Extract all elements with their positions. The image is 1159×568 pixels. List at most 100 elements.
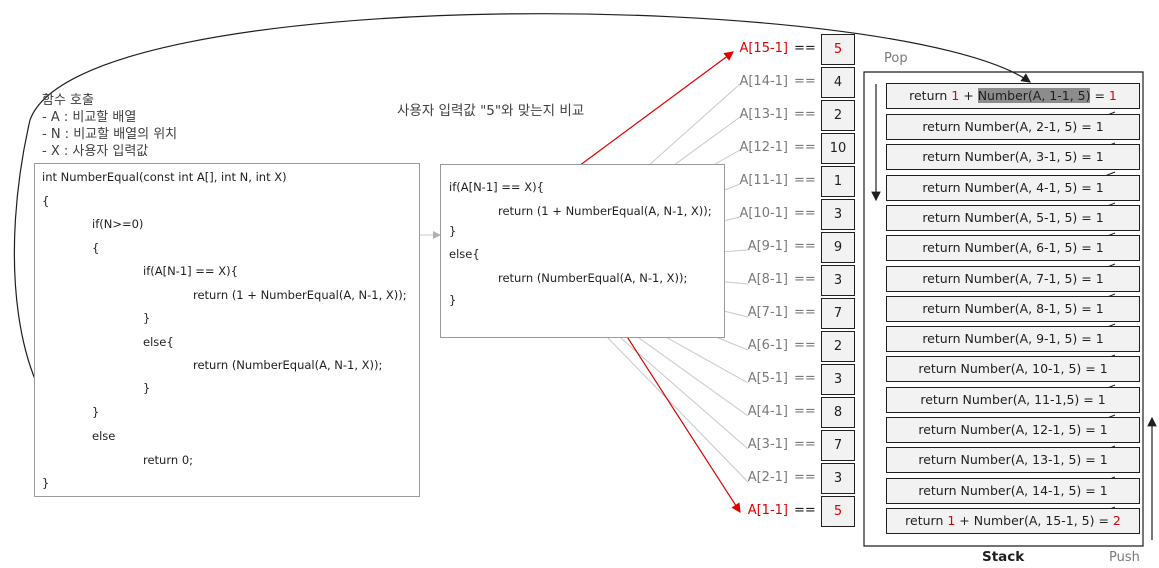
array-index-label: A[10-1]	[739, 206, 788, 221]
code-line: int NumberEqual(const int A[], int N, in…	[42, 170, 287, 184]
call-description: 함수 호출 - A : 비교할 배열 - N : 비교할 배열의 위치 - X …	[42, 92, 177, 160]
array-cell: 3	[821, 364, 855, 395]
mid-code-line: if(A[N-1] == X){	[449, 180, 544, 194]
compare-label: 사용자 입력값 "5"와 맞는지 비교	[397, 103, 585, 119]
stack-row-bottom: return 1 + Number(A, 15-1, 5) = 2	[886, 508, 1140, 534]
stack-row: return Number(A, 6-1, 5) = 1	[886, 235, 1140, 262]
stack-text: =	[1090, 88, 1109, 103]
stack-one: 1	[947, 513, 956, 528]
mid-code-line: }	[449, 293, 457, 307]
mid-code-line: return (1 + NumberEqual(A, N-1, X));	[498, 204, 712, 218]
code-line: }	[42, 476, 50, 490]
array-cell: 8	[821, 397, 855, 428]
stack-row: return Number(A, 5-1, 5) = 1	[886, 204, 1140, 231]
array-eq-operator: ==	[794, 173, 816, 188]
array-eq-operator: ==	[794, 206, 816, 221]
recursion-loop-arrow	[13, 13, 1031, 448]
array-index-label: A[8-1]	[747, 272, 788, 287]
stack-text: return	[905, 513, 948, 528]
param-x: - X : 사용자 입력값	[42, 144, 149, 159]
code-line: }	[92, 405, 100, 419]
array-index-label: A[5-1]	[747, 371, 788, 386]
code-line: }	[143, 311, 151, 325]
stack-row: return Number(A, 3-1, 5) = 1	[886, 144, 1140, 171]
push-label: Push	[1109, 550, 1140, 565]
array-index-label: A[3-1]	[747, 437, 788, 452]
array-index-label: A[2-1]	[747, 470, 788, 485]
code-line: }	[143, 381, 151, 395]
pop-label: Pop	[884, 51, 908, 66]
stack-row: return Number(A, 7-1, 5) = 1	[886, 265, 1140, 292]
param-a: - A : 비교할 배열	[42, 110, 137, 125]
array-cell: 5	[821, 34, 855, 65]
array-cell: 3	[821, 463, 855, 494]
array-cell: 9	[821, 232, 855, 263]
array-eq-operator: ==	[794, 371, 816, 386]
code-line: if(A[N-1] == X){	[143, 264, 238, 278]
stack-row: return Number(A, 14-1, 5) = 1	[886, 477, 1140, 504]
code-line: if(N>=0)	[92, 217, 144, 231]
stack-one: 1	[951, 88, 960, 103]
stack-row: return Number(A, 12-1, 5) = 1	[886, 417, 1140, 443]
array-eq-operator: ==	[794, 239, 816, 254]
array-cell: 4	[821, 67, 855, 98]
array-index-label: A[9-1]	[747, 239, 788, 254]
array-index-label: A[12-1]	[739, 140, 788, 155]
code-line: return (1 + NumberEqual(A, N-1, X));	[193, 288, 407, 302]
array-index-label: A[7-1]	[747, 305, 788, 320]
array-cell: 10	[821, 133, 855, 164]
array-eq-operator: ==	[794, 338, 816, 353]
array-eq-operator: ==	[794, 404, 816, 419]
stack-title: Stack	[982, 549, 1025, 565]
stack-row: return Number(A, 9-1, 5) = 1	[886, 326, 1140, 353]
stack-call-highlight: Number(A, 1-1, 5)	[977, 88, 1091, 103]
stack-result: 1	[1108, 88, 1117, 103]
array-index-label: A[14-1]	[739, 74, 788, 89]
code-line: return (NumberEqual(A, N-1, X));	[193, 358, 383, 372]
code-line: {	[42, 194, 50, 208]
array-index-label: A[6-1]	[747, 338, 788, 353]
stack-result: 2	[1112, 513, 1121, 528]
array-cell: 7	[821, 298, 855, 329]
stack-row: return Number(A, 11-1,5) = 1	[886, 386, 1140, 413]
array-eq-operator: ==	[794, 470, 816, 485]
stack-text: + Number(A, 15-1, 5) =	[955, 513, 1113, 528]
array-cell: 1	[821, 166, 855, 197]
param-n: - N : 비교할 배열의 위치	[42, 127, 178, 142]
array-index-label: A[4-1]	[747, 404, 788, 419]
code-line: {	[92, 241, 100, 255]
stack-row-top: return 1 + Number(A, 1-1, 5) = 1	[886, 83, 1140, 109]
stack-container	[863, 71, 1144, 547]
stack-row: return Number(A, 10-1, 5) = 1	[886, 356, 1140, 383]
array-eq-operator: ==	[794, 437, 816, 452]
array-cell: 3	[821, 265, 855, 296]
mid-code-line: else{	[449, 247, 480, 261]
code-line: else{	[143, 335, 174, 349]
array-eq-operator: ==	[794, 74, 816, 89]
code-line: else	[92, 429, 116, 443]
stack-row: return Number(A, 8-1, 5) = 1	[886, 295, 1140, 322]
stack-text: return	[909, 88, 952, 103]
array-cell: 2	[821, 331, 855, 362]
call-title: 함수 호출	[42, 93, 94, 108]
code-box-left	[34, 163, 420, 497]
stack-row: return Number(A, 13-1, 5) = 1	[886, 447, 1140, 474]
code-line: return 0;	[143, 453, 194, 467]
array-eq-operator: ==	[794, 305, 816, 320]
stack-row: return Number(A, 2-1, 5) = 1	[886, 114, 1140, 140]
array-index-label: A[13-1]	[739, 107, 788, 122]
array-index-label: A[1-1]	[747, 503, 788, 518]
code-box-mid	[440, 164, 725, 338]
array-cell: 7	[821, 430, 855, 461]
stack-row: return Number(A, 4-1, 5) = 1	[886, 174, 1140, 201]
array-index-label: A[11-1]	[739, 173, 788, 188]
array-cell: 5	[821, 496, 855, 527]
mid-code-line: return (NumberEqual(A, N-1, X));	[498, 271, 688, 285]
array-eq-operator: ==	[794, 41, 816, 56]
array-cell: 2	[821, 100, 855, 131]
array-eq-operator: ==	[794, 107, 816, 122]
array-cell: 3	[821, 199, 855, 230]
array-eq-operator: ==	[794, 272, 816, 287]
mid-code-line: }	[449, 224, 457, 238]
stack-text: +	[959, 88, 978, 103]
